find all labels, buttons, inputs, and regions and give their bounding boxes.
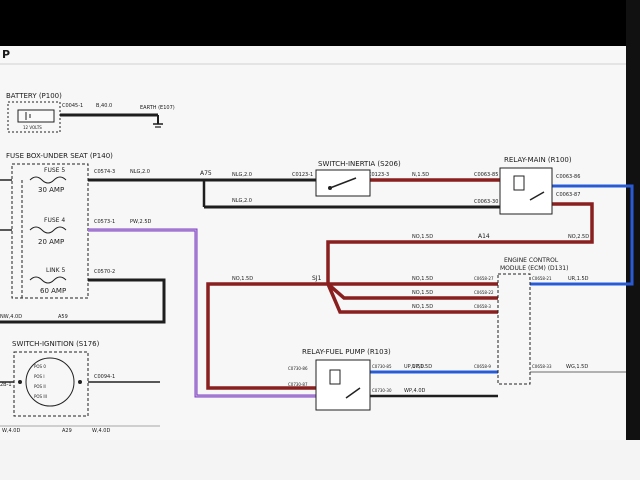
inertia-in-wire: NLG,2.0: [232, 172, 252, 178]
fuse4-connector: C0573-1: [94, 219, 115, 225]
screen-frame-bottom: [0, 440, 640, 480]
battery-voltage: 12 VOLTS: [23, 125, 42, 130]
fuse5-name: FUSE 5: [44, 167, 65, 174]
ignition-pos-2: POS II: [34, 384, 46, 389]
switch-ignition: SWITCH-IGNITION (S176) POS 0 POS I POS I…: [12, 340, 100, 417]
wire-nw: NW,4.0D: [0, 314, 22, 320]
inertia-out-pin: C0123-3: [368, 172, 389, 178]
inertia-lower-wire: NLG,2.0: [232, 198, 252, 204]
bottom-wire-w: W,4.0D: [2, 428, 20, 434]
ecm-wire-2: NO,1.5D: [412, 290, 433, 296]
ecm-wire-5: WG,1.5D: [566, 364, 588, 370]
relay-main-pin-c: C0063-30: [474, 199, 498, 205]
screen-bezel-top: [0, 0, 640, 46]
ecm-pin-5: C0658-33: [532, 364, 552, 369]
relay-main-pin-d: C0063-87: [556, 192, 580, 198]
wire-link5: [0, 278, 166, 324]
fuse-box: FUSE BOX-UNDER SEAT (P140) FUSE 5 30 AMP…: [0, 152, 113, 299]
battery-wire: B,40.0: [96, 103, 112, 109]
ecm-pin-2: C0658-22: [474, 290, 494, 295]
fuse4-name: FUSE 4: [44, 217, 65, 224]
ignition-title: SWITCH-IGNITION (S176): [12, 340, 100, 348]
relay-fuel-pin-1: C0730-87: [288, 382, 308, 387]
ignition-pos-1: POS I: [34, 374, 45, 379]
relay-main: RELAY-MAIN (R100) C0063-85 C0063-86 C006…: [474, 156, 580, 215]
splice-a14: A14: [478, 233, 490, 240]
bottom-wire-w2: W,4.0D: [92, 428, 110, 434]
splice-sj1: SJ1: [312, 275, 322, 282]
battery-block: BATTERY (P100) 12 VOLTS C0045-1 B,40.0 E…: [6, 92, 175, 133]
relay-fuel-pin-2: C0730-85: [372, 364, 392, 369]
relay-fuel-wire-1: WP,4.0D: [404, 388, 426, 394]
inertia-title: SWITCH-INERTIA (S206): [318, 160, 401, 168]
wire-no-red: [206, 202, 594, 390]
bottom-splice-a29: A29: [62, 428, 72, 434]
relay-fuel-pump: RELAY-FUEL PUMP (R103) C0730-86 C0730-87…: [288, 348, 392, 411]
fuse-box-title: FUSE BOX-UNDER SEAT (P140): [6, 152, 113, 160]
ecm-wire-0: UR,1.5D: [568, 276, 589, 282]
relay-main-lower-wire: NO,2.5D: [568, 234, 589, 240]
ignition-connector: C0094-1: [94, 374, 115, 380]
ecm-title-line2: MODULE (ECM) (D131): [500, 265, 568, 272]
link5-name: LINK 5: [46, 267, 65, 274]
splice-a75: A75: [200, 170, 212, 177]
fuse5-rating: 30 AMP: [38, 186, 64, 194]
relay-main-pin-b: C0063-86: [556, 174, 580, 180]
ecm-wire-3: NO,1.5D: [412, 304, 433, 310]
fuse5-connector: C0574-3: [94, 169, 115, 175]
fuse4-wire: PW,2.5D: [130, 219, 152, 225]
inertia-out-wire: N,1.5D: [412, 172, 429, 178]
ecm-title-line1: ENGINE CONTROL: [504, 257, 559, 264]
left-wire-no: NO,1.5D: [232, 276, 253, 282]
ecm-pin-1: C0658-27: [474, 276, 494, 281]
ecm-module: ENGINE CONTROL MODULE (ECM) (D131) C0658…: [474, 257, 568, 385]
relay-main-title: RELAY-MAIN (R100): [504, 156, 572, 164]
link5-connector: C0570-2: [94, 269, 115, 275]
switch-inertia: SWITCH-INERTIA (S206): [315, 160, 401, 197]
battery-earth: EARTH (E107): [140, 105, 175, 111]
ignition-pin: 2B-1: [0, 382, 12, 388]
relay-fuel-pin-3: C0730-30: [372, 388, 392, 393]
ecm-pin-3: C0658-3: [474, 304, 491, 309]
splice-a59: A59: [58, 314, 68, 320]
ecm-wire-1: NO,1.5D: [412, 276, 433, 282]
ignition-pos-0: POS 0: [34, 364, 46, 369]
battery-pin: C0045-1: [62, 103, 83, 109]
inertia-in-pin: C0123-1: [292, 172, 313, 178]
fuse5-wire: NLG,2.0: [130, 169, 150, 175]
relay-fuel-wire-0: UP,1.5D: [404, 364, 424, 370]
relay-fuel-title: RELAY-FUEL PUMP (R103): [302, 348, 391, 356]
link5-rating: 60 AMP: [40, 287, 66, 295]
wire-nlg: [88, 178, 500, 209]
wire-ur-blue: [530, 184, 634, 286]
ecm-wire-4: UP,1.5D: [412, 364, 432, 370]
fuse4-rating: 20 AMP: [38, 238, 64, 246]
ecm-pin-0: C0658-21: [532, 276, 552, 281]
wire-purple: [88, 228, 316, 398]
title-fragment: P: [2, 48, 10, 61]
relay-fuel-pin-0: C0730-86: [288, 366, 308, 371]
battery-title: BATTERY (P100): [6, 92, 62, 100]
ecm-pin-4: C0658-9: [474, 364, 491, 369]
relay-main-out-wire: NO,1.5D: [412, 234, 433, 240]
relay-main-pin-a: C0063-85: [474, 172, 498, 178]
ignition-pos-3: POS III: [34, 394, 47, 399]
